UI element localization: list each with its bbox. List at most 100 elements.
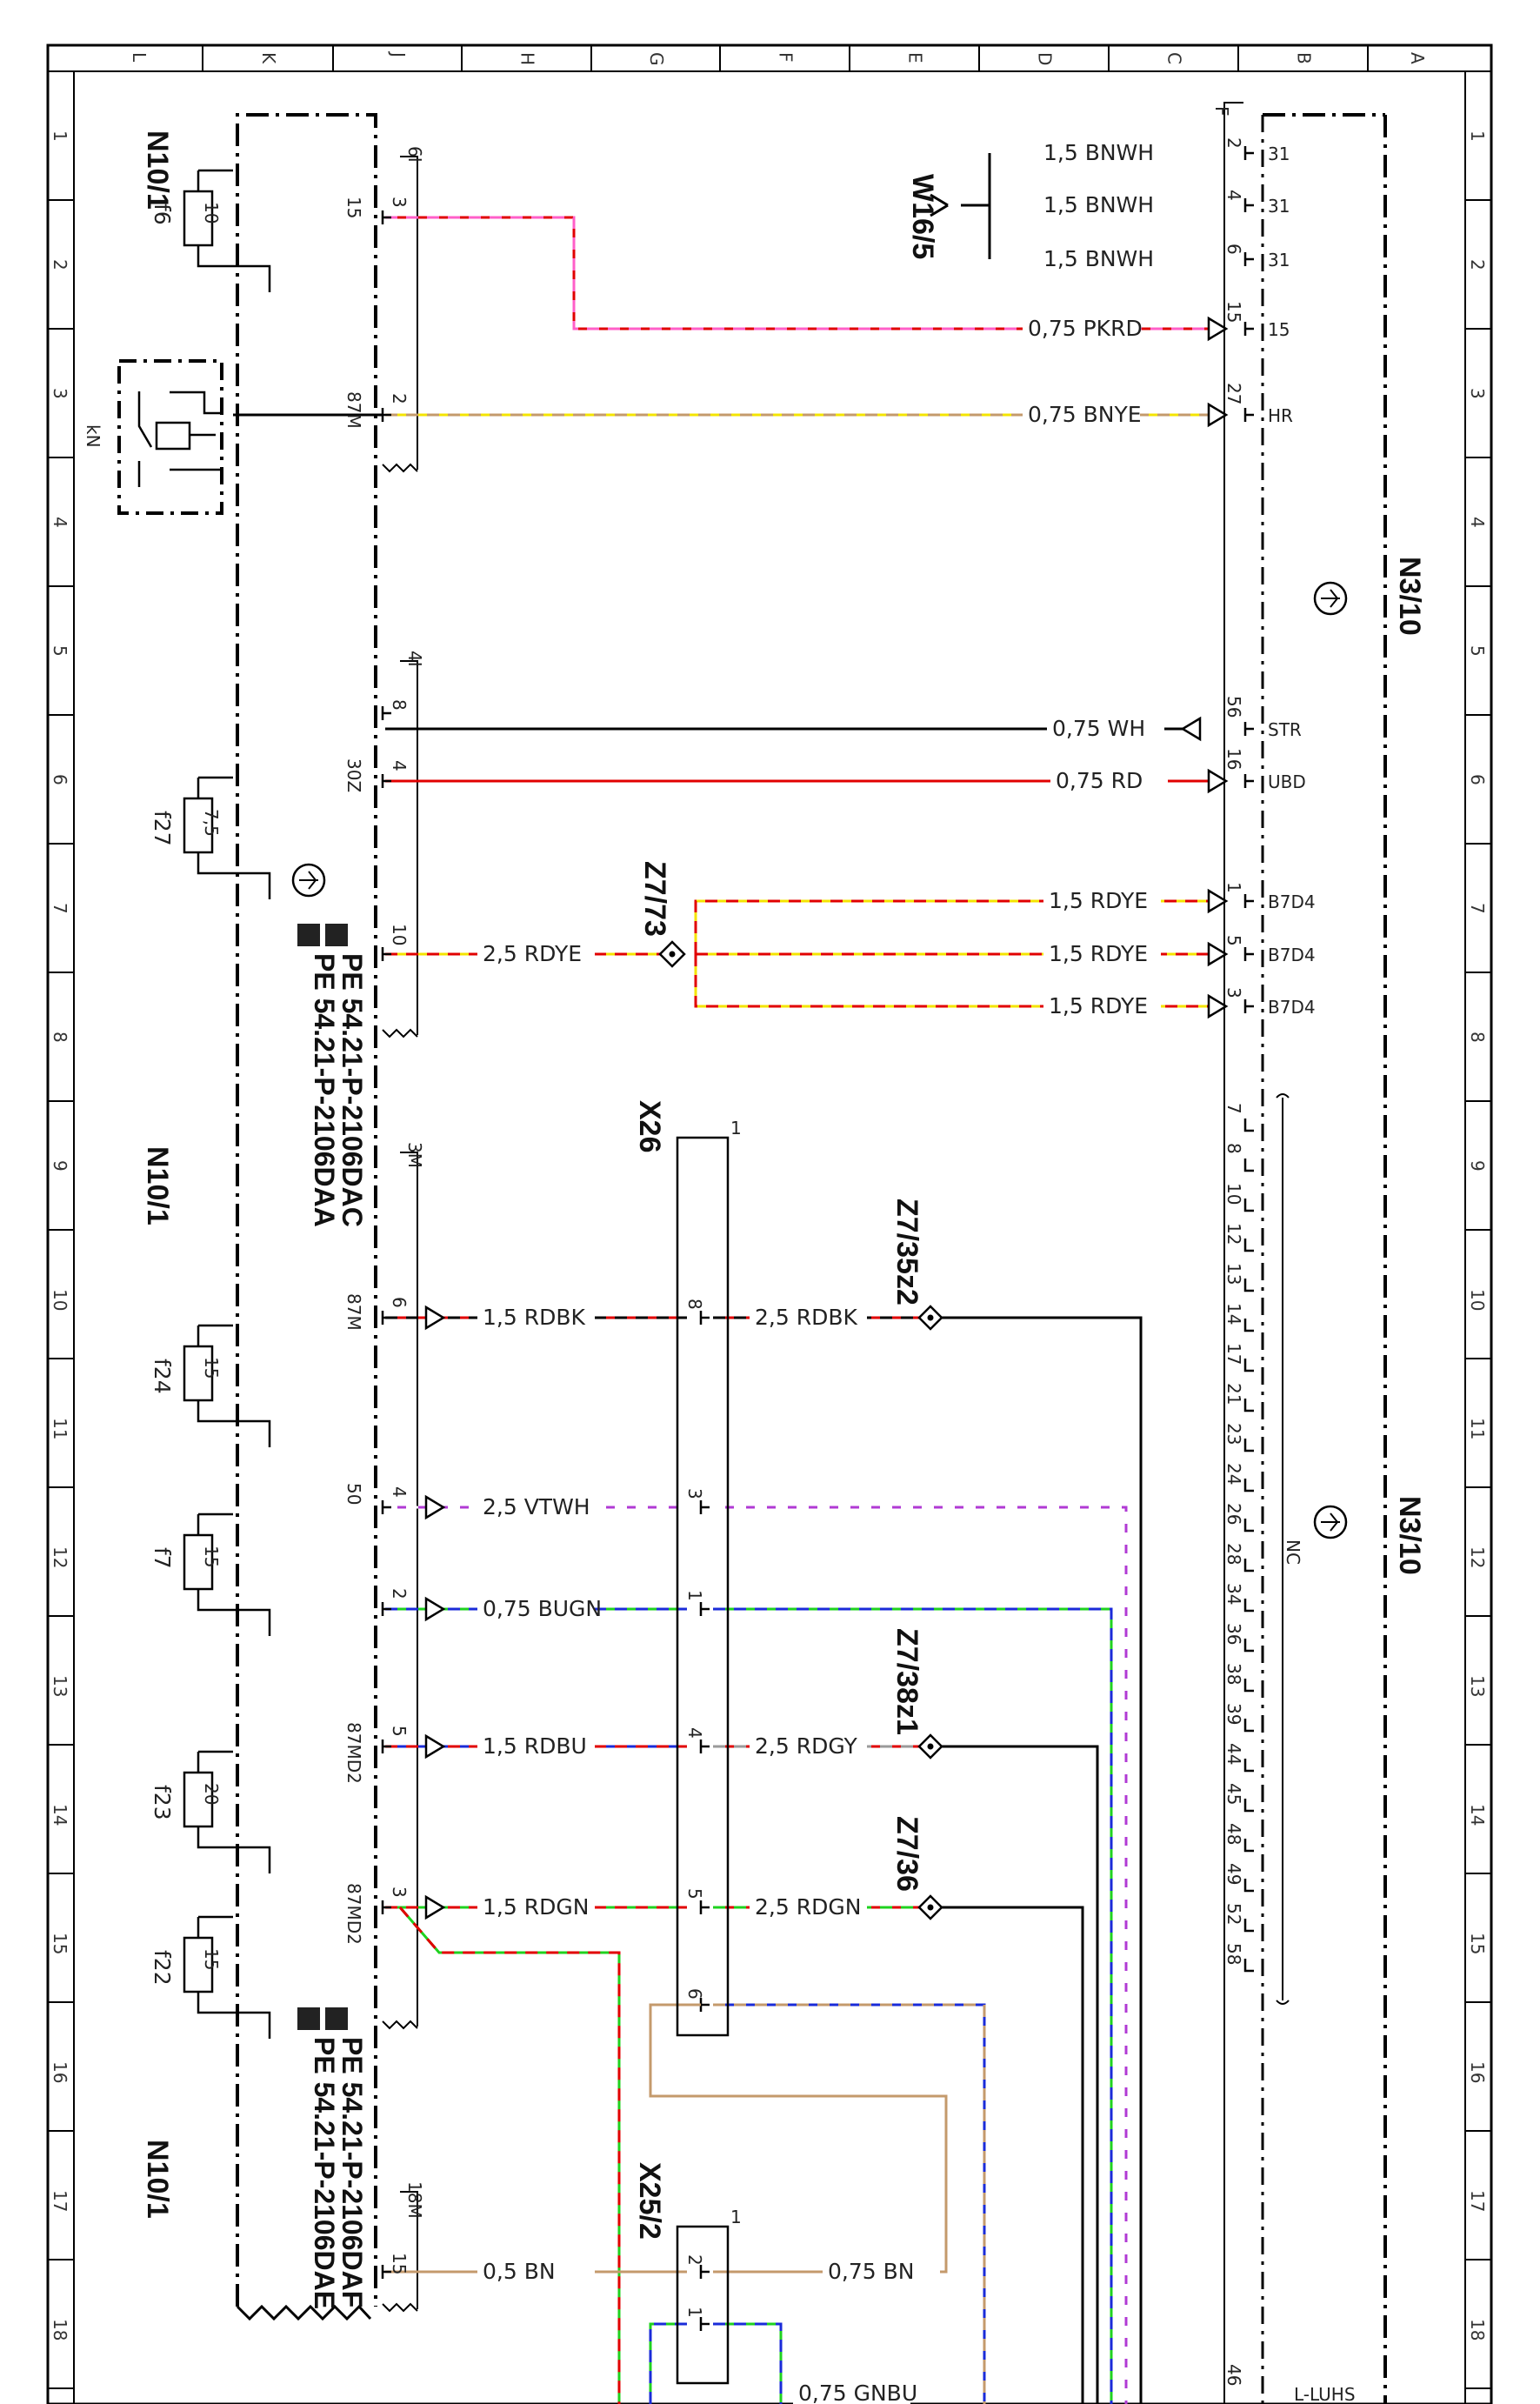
z7-73-label: Z7/73 <box>638 861 671 937</box>
pin-terminal <box>1243 1199 1254 1212</box>
pin-number: 27 <box>1223 383 1244 404</box>
pin-terminal <box>699 1998 710 2012</box>
wire-arrow <box>424 1894 446 1920</box>
x25-2-pin-label: 1 <box>730 2207 742 2227</box>
wire-label-w14: 2,5 VTWH <box>483 1494 590 1519</box>
pin-name: 30Z <box>343 758 364 792</box>
connector-break <box>382 2020 418 2030</box>
pin-name: B7D4 <box>1268 891 1316 912</box>
pin-terminal <box>1243 1599 1254 1613</box>
row-number-right: 14 <box>1467 1804 1488 1826</box>
pin-number: 5 <box>684 1888 705 1900</box>
connector-break <box>382 2302 418 2313</box>
wire-rdgn-branch-stripe <box>398 1907 621 2404</box>
wire-label-bg <box>1038 193 1156 219</box>
wire-rdye-branch-stripe <box>694 899 1209 954</box>
wire-label-bg <box>1043 994 1161 1020</box>
pin-terminal <box>1243 1559 1254 1573</box>
pin-terminal <box>1243 1959 1254 1973</box>
wire-rdgn-branch <box>398 1907 621 2404</box>
fuse-label: f24 <box>150 1359 175 1394</box>
pin-terminal <box>1243 408 1254 422</box>
splice-dot <box>927 1743 934 1750</box>
column-letter: K <box>258 52 279 64</box>
pin-terminal <box>1243 146 1254 160</box>
wire-rdye-branch-stripe <box>694 954 1209 1008</box>
row-number-right: 15 <box>1467 1933 1488 1954</box>
n10-1-break-line <box>236 2304 372 2321</box>
wire-gnbu-stripe <box>649 2322 783 2404</box>
connector-bar <box>400 2191 418 2309</box>
row-number-right: 6 <box>1467 774 1488 785</box>
wire-label-w12: 1,5 RDBK <box>483 1305 585 1330</box>
x26-label: X26 <box>633 1100 666 1153</box>
pin-terminal <box>1243 1439 1254 1452</box>
wire-label-bg <box>793 2381 910 2404</box>
wire-bn-loop <box>649 2003 948 2274</box>
wire-x26-6 <box>713 2003 986 2404</box>
wire-x26-6-stripe <box>713 2003 986 2404</box>
row-number-right: 10 <box>1467 1289 1488 1311</box>
pin-number: 3 <box>389 1886 410 1898</box>
fuse-rating: 7,5 <box>201 809 222 837</box>
connector-bar <box>400 156 418 470</box>
x26-pin-label: 1 <box>730 1118 742 1139</box>
fuse-leads <box>197 1513 233 1612</box>
wire-label-bg <box>750 1895 867 1921</box>
row-number-left: 7 <box>50 903 70 914</box>
connector-bar-label: 6I <box>404 146 425 163</box>
wire-pkrd-stripe <box>385 216 1209 331</box>
fuse-rating: 10 <box>201 202 222 224</box>
connector-f-frame <box>1223 102 1243 2404</box>
z7-36-label: Z7/36 <box>890 1816 923 1892</box>
wire-label-w9: 1,5 RDYE <box>1049 941 1148 966</box>
pin-terminal <box>1243 1719 1254 1733</box>
pin-number: 4 <box>389 760 410 771</box>
relay-kn-box <box>117 359 223 515</box>
pin-terminal <box>1243 1839 1254 1853</box>
pin-number: 4 <box>684 1727 705 1739</box>
wire-label-w6: 0,75 WH <box>1052 716 1145 741</box>
wire-label-w15: 0,75 BUGN <box>483 1596 602 1621</box>
wire-label-w21: 0,75 BN <box>828 2259 914 2284</box>
wire-label-w11: 2,5 RDYE <box>483 941 582 966</box>
nc-pin-number: 10 <box>1223 1183 1244 1205</box>
pin-number: 5 <box>389 1726 410 1737</box>
pin-terminal <box>381 1602 391 1616</box>
nc-label: NC <box>1283 1539 1303 1565</box>
z7-38z1-label: Z7/38z1 <box>890 1628 923 1735</box>
column-letter: E <box>905 52 926 63</box>
pin-terminal <box>1243 1319 1254 1332</box>
nc-pin-number: 28 <box>1223 1543 1244 1565</box>
wire-label-bg <box>477 2260 595 2286</box>
wire-label-bg <box>477 1495 595 1521</box>
connector-bar <box>400 1152 418 2027</box>
pin-number: 2 <box>389 393 410 404</box>
fuse-label: f23 <box>150 1785 175 1820</box>
wire-z7-38z1-feed <box>930 1745 1099 2404</box>
row-number-right: 13 <box>1467 1675 1488 1697</box>
fuse-ground <box>233 871 271 899</box>
electronic-module-icon <box>1313 581 1348 616</box>
connector-break <box>382 1028 418 1038</box>
row-number-right: 16 <box>1467 2061 1488 2083</box>
column-letter: A <box>1407 52 1428 64</box>
pin-terminal <box>1243 1119 1254 1132</box>
pin-terminal <box>381 210 391 224</box>
wire-label-w4: 0,75 PKRD <box>1028 316 1143 341</box>
pin-name: 50 <box>343 1483 364 1505</box>
pin-terminal <box>1243 252 1254 266</box>
row-number-right: 18 <box>1467 2319 1488 2341</box>
w16-5-label: W16/5 <box>906 174 939 259</box>
pin-number: 1 <box>1223 882 1244 893</box>
wire-label-bg <box>1038 247 1156 273</box>
pin-number: 8 <box>684 1299 705 1310</box>
nc-pin-number: 13 <box>1223 1263 1244 1285</box>
pin-terminal <box>381 1311 391 1325</box>
fuse-ground <box>233 2011 271 2039</box>
wire-label-w22: 0,75 GNBU <box>798 2381 917 2404</box>
electronic-module-icon <box>1313 1505 1348 1539</box>
pin-number: 15 <box>389 2253 410 2274</box>
